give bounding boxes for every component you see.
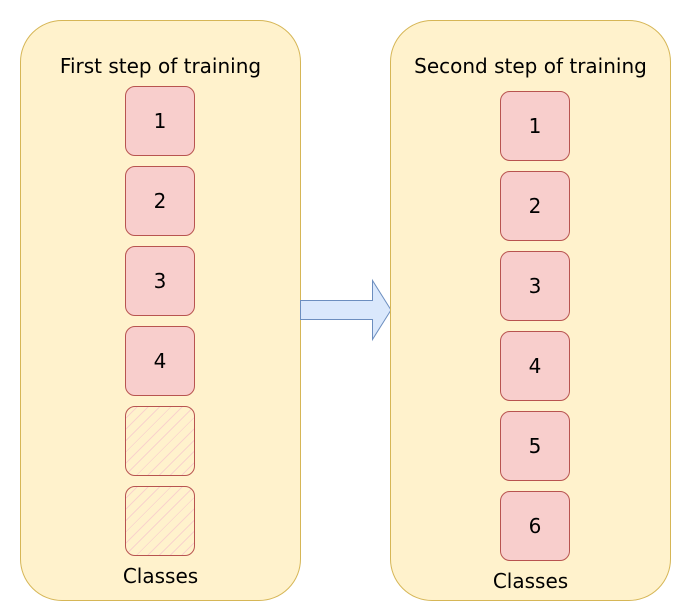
second-step-classes-label: Classes xyxy=(492,569,569,593)
class-box-4: 4 xyxy=(500,331,570,401)
class-box-placeholder-5 xyxy=(125,406,195,476)
class-box-3: 3 xyxy=(500,251,570,321)
second-step-panel: Second step of training 1 2 3 4 5 6 Clas… xyxy=(390,20,671,601)
second-step-title: Second step of training xyxy=(414,54,647,78)
arrow-right-icon xyxy=(300,278,392,342)
first-step-classes-label: Classes xyxy=(122,564,199,588)
first-step-title: First step of training xyxy=(59,54,262,78)
class-box-1: 1 xyxy=(500,91,570,161)
class-box-6: 6 xyxy=(500,491,570,561)
class-box-2: 2 xyxy=(500,171,570,241)
arrow-right-shape xyxy=(300,278,392,342)
class-box-5: 5 xyxy=(500,411,570,481)
class-box-4: 4 xyxy=(125,326,195,396)
class-box-2: 2 xyxy=(125,166,195,236)
first-step-panel: First step of training 1 2 3 4 Classes xyxy=(20,20,301,601)
class-box-1: 1 xyxy=(125,86,195,156)
class-box-3: 3 xyxy=(125,246,195,316)
class-box-placeholder-6 xyxy=(125,486,195,556)
